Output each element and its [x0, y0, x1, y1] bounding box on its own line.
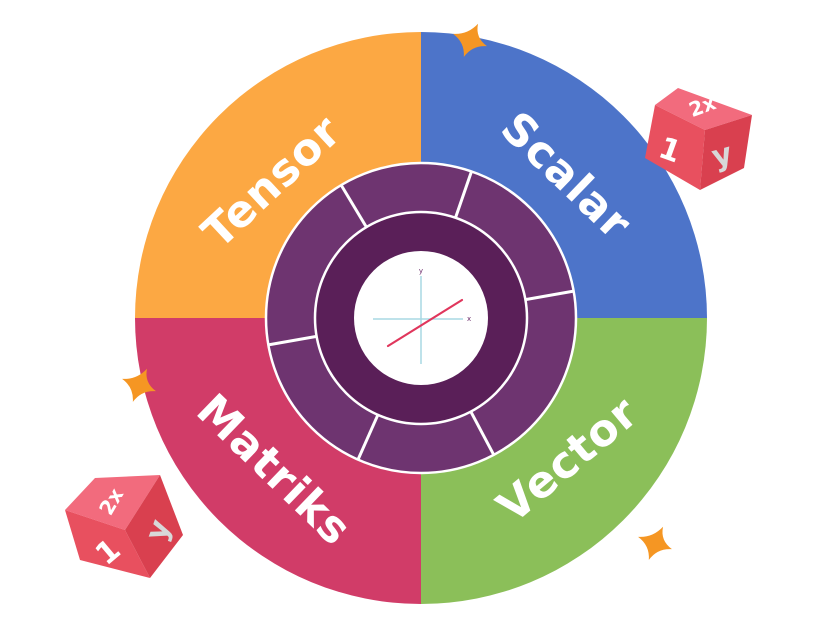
x-axis-label: x: [467, 315, 471, 323]
die-top-right: 2x 1 y: [645, 88, 752, 190]
sparkles: [122, 23, 672, 560]
y-axis-label: y: [419, 267, 423, 275]
linear-graph: y x: [373, 267, 471, 364]
linear-function-line: [386, 298, 464, 348]
die-bottom-left: 2x 1 y: [65, 475, 183, 578]
sparkle-icon: [453, 23, 487, 57]
segment-dividers: [268, 170, 574, 461]
sparkle-icon: [122, 368, 156, 402]
sparkle-icon: [638, 526, 672, 560]
